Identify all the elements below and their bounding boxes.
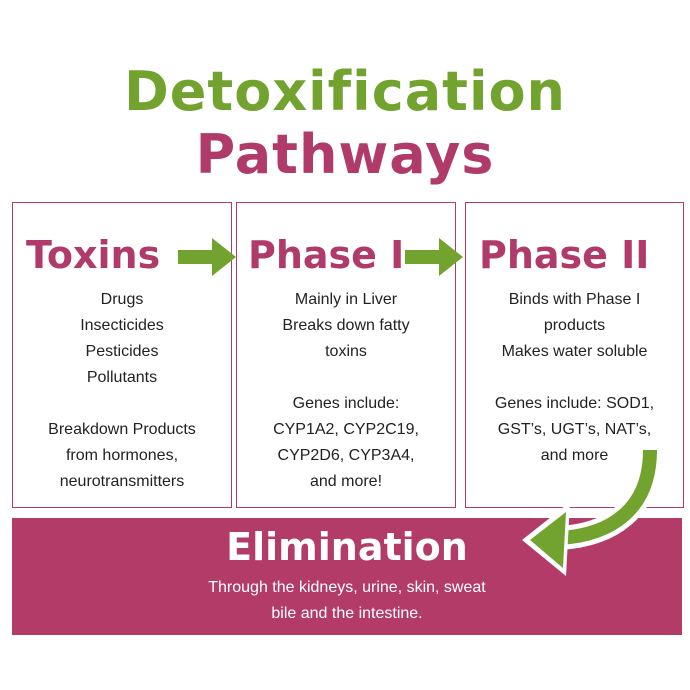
toxins-heading: Toxins [26, 233, 161, 277]
title-line-2: Pathways [195, 123, 495, 186]
phase1-line: Genes include: [292, 395, 400, 412]
phase2-line: GST’s, UGT’s, NAT’s, [497, 421, 652, 438]
phase1-line: toxins [325, 343, 367, 360]
phase1-line: and more! [309, 473, 383, 490]
phase1-line: Mainly in Liver [294, 291, 398, 308]
toxins-line: from hormones, [65, 447, 179, 464]
phase2-line: Binds with Phase I [508, 291, 641, 308]
elimination-heading: Elimination [226, 525, 468, 569]
phase1-body: Mainly in Liver Breaks down fatty toxins… [236, 287, 456, 495]
phase2-spacer [465, 365, 684, 391]
toxins-line: Pollutants [86, 369, 158, 386]
phase1-heading: Phase I [248, 233, 405, 277]
phase1-line: CYP1A2, CYP2C19, [273, 421, 419, 438]
elimination-description: Through the kidneys, urine, skin, sweat … [12, 575, 682, 627]
elimination-line: Through the kidneys, urine, skin, sweat [208, 579, 486, 596]
phase1-line: Breaks down fatty [282, 317, 410, 334]
phase2-to-elimination-arrow-icon [522, 449, 662, 576]
toxins-spacer [12, 391, 232, 417]
toxins-line: Pesticides [85, 343, 159, 360]
phase2-body: Binds with Phase I products Makes water … [465, 287, 684, 469]
phase2-line: Makes water soluble [501, 343, 648, 360]
phase2-line: and more [540, 447, 609, 464]
toxins-line: Drugs [100, 291, 144, 308]
toxins-to-phase1-arrow-icon [178, 238, 236, 276]
phase2-line: Genes include: SOD1, [494, 395, 655, 412]
elimination-line: bile and the intestine. [271, 605, 423, 622]
toxins-body: Drugs Insecticides Pesticides Pollutants… [12, 287, 232, 495]
toxins-line: Breakdown Products [48, 421, 196, 438]
phase2-heading: Phase II [479, 233, 650, 277]
phase1-line: CYP2D6, CYP3A4, [277, 447, 415, 464]
toxins-line: Insecticides [80, 317, 164, 334]
toxins-line: neurotransmitters [59, 473, 185, 490]
phase1-spacer [236, 365, 456, 391]
phase2-line: products [543, 317, 606, 334]
title-line-1: Detoxification [123, 60, 567, 123]
phase1-to-phase2-arrow-icon [405, 238, 463, 276]
